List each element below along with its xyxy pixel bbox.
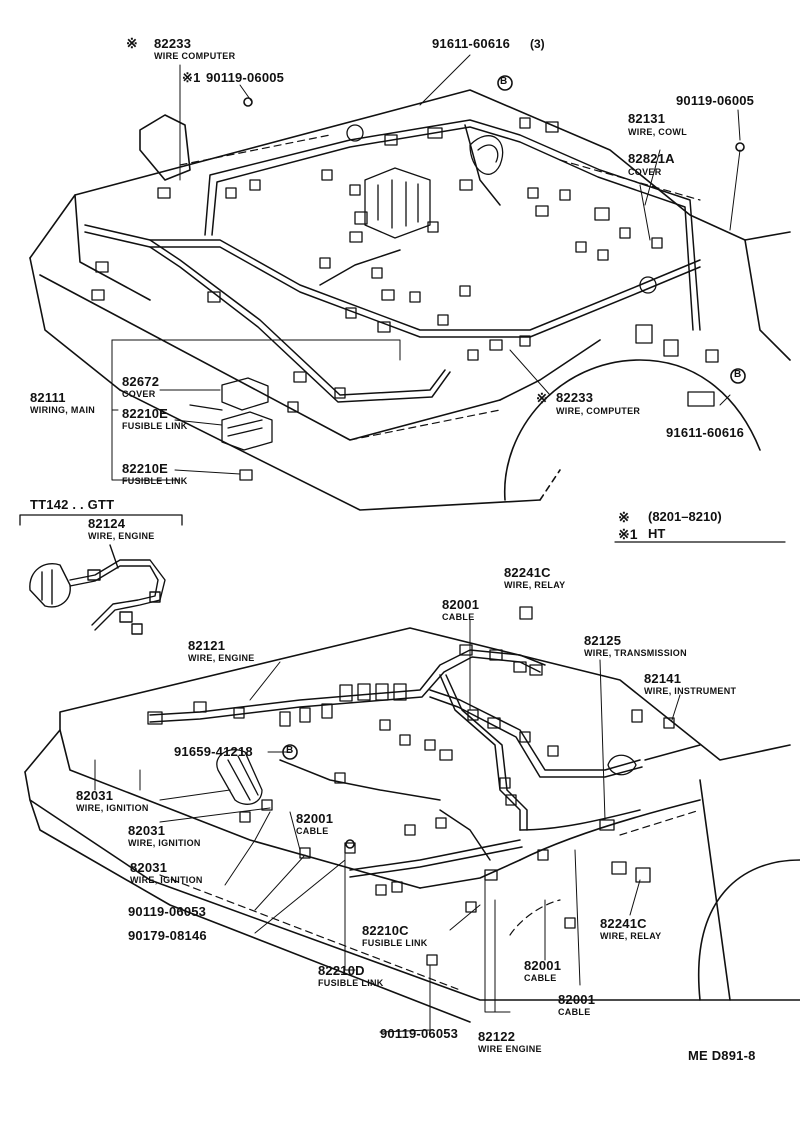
part-90119-06053-2: 90119-06053 xyxy=(380,1026,459,1041)
part-82241c-right: 82241C xyxy=(600,916,647,931)
desc-ignition-3: WIRE, IGNITION xyxy=(130,875,203,885)
top-main-harness xyxy=(84,119,701,403)
part-82241c-top: 82241C xyxy=(504,565,551,580)
desc-fusible-d: FUSIBLE LINK xyxy=(318,978,384,988)
legend-text-2: HT xyxy=(648,526,666,541)
desc-cable-mid: CABLE xyxy=(296,826,329,836)
bottom-leaders xyxy=(94,619,681,1033)
part-91611-60616-right: 91611-60616 xyxy=(666,425,745,440)
part-82210c: 82210C xyxy=(362,923,409,938)
part-82001-top: 82001 xyxy=(442,597,480,612)
part-82001-low2: 82001 xyxy=(558,992,596,1007)
desc-wire-engine-low: WIRE ENGINE xyxy=(478,1044,542,1054)
part-82031-1: 82031 xyxy=(76,788,114,803)
part-82141: 82141 xyxy=(644,671,682,686)
asterisk-mark: ※ xyxy=(126,35,138,51)
desc-cover-left: COVER xyxy=(122,389,156,399)
bottom-connectors xyxy=(147,606,675,966)
part-82233-mid: 82233 xyxy=(556,390,594,405)
desc-wire-computer-top: WIRE COMPUTER xyxy=(154,51,236,61)
desc-wire-computer-mid: WIRE, COMPUTER xyxy=(556,406,641,416)
part-90119-06005-ht: 90119-06005 xyxy=(206,70,285,85)
part-90119-06005-right: 90119-06005 xyxy=(676,93,755,108)
part-82131: 82131 xyxy=(628,111,666,126)
desc-wire-relay-top: WIRE, RELAY xyxy=(504,580,566,590)
part-82210e-1: 82210E xyxy=(122,406,169,421)
desc-wire-cowl: WIRE, COWL xyxy=(628,127,687,137)
desc-cable-low1: CABLE xyxy=(524,973,557,983)
desc-fusible-1: FUSIBLE LINK xyxy=(122,421,188,431)
desc-ignition-1: WIRE, IGNITION xyxy=(76,803,149,813)
top-cover-assembly xyxy=(189,377,273,481)
ref-b-bottom: B xyxy=(286,745,294,756)
figure-code: ME D891-8 xyxy=(688,1048,756,1063)
desc-wire-transmission: WIRE, TRANSMISSION xyxy=(584,648,687,658)
ref-b-right: B xyxy=(734,369,742,380)
part-82122: 82122 xyxy=(478,1029,516,1044)
desc-cable-low2: CABLE xyxy=(558,1007,591,1017)
part-82121: 82121 xyxy=(188,638,226,653)
part-82210e-2: 82210E xyxy=(122,461,169,476)
bottom-body-outline xyxy=(24,627,800,1023)
desc-wiring-main: WIRING, MAIN xyxy=(30,405,96,415)
desc-wire-relay-right: WIRE, RELAY xyxy=(600,931,662,941)
part-82001-mid: 82001 xyxy=(296,811,334,826)
top-leaders xyxy=(111,54,741,481)
desc-cable-top: CABLE xyxy=(442,612,475,622)
desc-cover-right: COVER xyxy=(628,167,662,177)
part-90119-06053-1: 90119-06053 xyxy=(128,904,207,919)
part-82124: 82124 xyxy=(88,516,126,531)
part-82210d: 82210D xyxy=(318,963,365,978)
part-82125: 82125 xyxy=(584,633,622,648)
legend-mark-1: ※ xyxy=(618,509,630,525)
inset-frame xyxy=(19,514,183,526)
part-82031-3: 82031 xyxy=(130,860,168,875)
top-connectors xyxy=(91,117,719,413)
legend-mark-2: ※1 xyxy=(618,526,638,542)
bottom-main-harness xyxy=(149,649,701,878)
ref-b-top: B xyxy=(500,76,508,87)
part-82821a: 82821A xyxy=(628,151,675,166)
part-82672: 82672 xyxy=(122,374,160,389)
desc-fusible-2: FUSIBLE LINK xyxy=(122,476,188,486)
part-82031-2: 82031 xyxy=(128,823,166,838)
part-91611-60616-top: 91611-60616 xyxy=(432,36,511,51)
inset-title: TT142 . . GTT xyxy=(30,497,115,512)
inset-engine-wire xyxy=(29,544,166,635)
desc-ignition-2: WIRE, IGNITION xyxy=(128,838,201,848)
desc-fusible-c: FUSIBLE LINK xyxy=(362,938,428,948)
part-82111: 82111 xyxy=(30,390,66,405)
legend-text-1: (8201–8210) xyxy=(648,509,722,524)
top-body-outline xyxy=(29,89,791,511)
desc-wire-engine-inset: WIRE, ENGINE xyxy=(88,531,155,541)
qty-3: (3) xyxy=(530,37,545,51)
desc-wire-engine: WIRE, ENGINE xyxy=(188,653,255,663)
part-82001-low1: 82001 xyxy=(524,958,562,973)
part-90179-08146: 90179-08146 xyxy=(128,928,207,943)
part-91659-41218: 91659-41218 xyxy=(174,744,253,759)
ht-mark: ※1 xyxy=(182,70,201,85)
desc-wire-instrument: WIRE, INSTRUMENT xyxy=(644,686,737,696)
part-82233-top: 82233 xyxy=(154,36,192,51)
asterisk-mark-mid: ※ xyxy=(536,390,548,406)
